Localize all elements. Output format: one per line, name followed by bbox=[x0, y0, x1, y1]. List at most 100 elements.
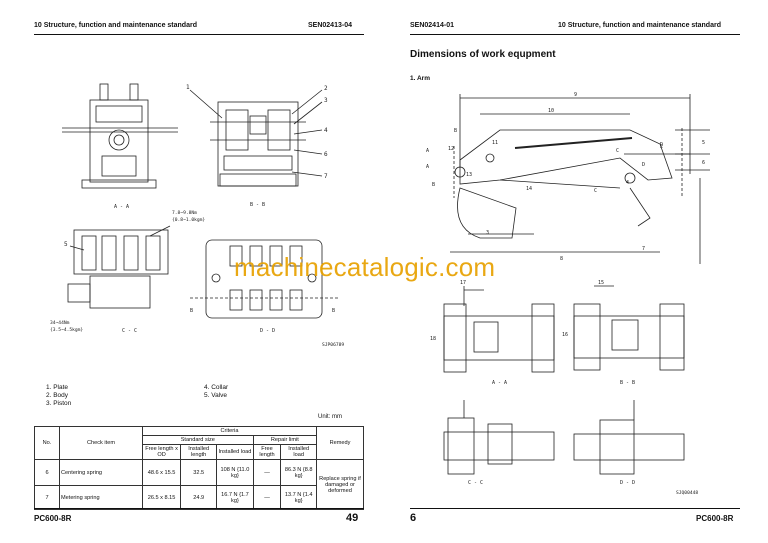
view-d-d bbox=[190, 239, 340, 319]
arm-dimension-labels: 9 10 8 7 5 6 11 12 13 14 2 3 4 A A B B C… bbox=[426, 92, 705, 262]
table-row: 6 Centering spring 48.6 x 15.5 32.5 108 … bbox=[34, 459, 364, 510]
letter-c1: C bbox=[616, 148, 619, 154]
label-c-c: C - C bbox=[122, 328, 137, 334]
cell-inst-len: 24.9 bbox=[180, 485, 218, 510]
header-installed-length: Installed length bbox=[180, 444, 218, 460]
label-arm-c-c: C - C bbox=[468, 480, 483, 486]
dim-7: 7 bbox=[642, 246, 645, 252]
header-no: No. bbox=[34, 426, 60, 460]
dim-2: 2 bbox=[660, 144, 663, 150]
letter-b2: B bbox=[432, 182, 435, 188]
letter-d1: D bbox=[660, 142, 663, 148]
cell-load: 108 N {11.0 kg} bbox=[216, 459, 254, 486]
section-letter-b2: B bbox=[332, 308, 335, 314]
cell-item: Centering spring bbox=[59, 459, 143, 486]
right-page-number: 6 bbox=[410, 512, 417, 524]
label-arm-a-a: A - A bbox=[492, 380, 507, 386]
valve-section-drawing: A - A 1 2 3 4 6 7 B - B 7.8~9.8Nm {0.8~1… bbox=[50, 83, 344, 348]
header-remedy: Remedy bbox=[316, 426, 364, 460]
header-criteria: Criteria bbox=[142, 426, 317, 436]
legend-item: 2. Body bbox=[46, 392, 69, 399]
legend-item: 5. Valve bbox=[204, 392, 228, 399]
cell-rl-free: — bbox=[252, 459, 282, 486]
dim-5: 5 bbox=[702, 140, 705, 146]
dim-15: 15 bbox=[598, 280, 604, 286]
dim-9: 9 bbox=[574, 92, 577, 98]
dim-16: 16 bbox=[562, 332, 568, 338]
cell-rl-load: 13.7 N {1.4 kg} bbox=[280, 485, 317, 510]
legend-item: 3. Piston bbox=[46, 400, 72, 407]
arm-dimension-drawing bbox=[450, 94, 710, 264]
dim-4: 4 bbox=[626, 180, 629, 186]
cell-inst-len: 32.5 bbox=[180, 459, 218, 486]
right-footer-rule bbox=[410, 508, 740, 509]
letter-c2: C bbox=[594, 188, 597, 194]
cell-rl-load: 86.3 N {8.8 kg} bbox=[280, 459, 317, 486]
table-row: 7 Metering spring 26.5 x 8.15 24.9 16.7 … bbox=[34, 485, 364, 510]
cell-item: Metering spring bbox=[59, 485, 143, 510]
section-letter-b1: B bbox=[190, 308, 193, 314]
callout-3: 3 bbox=[324, 97, 328, 104]
left-figure-id: SJP06789 bbox=[322, 342, 344, 348]
cell-free: 48.6 x 15.5 bbox=[141, 459, 182, 486]
letter-b1: B bbox=[454, 128, 457, 134]
left-header-rule bbox=[34, 34, 364, 35]
torque-2b: {3.5~4.5kgm} bbox=[50, 327, 83, 333]
dim-18: 18 bbox=[430, 336, 436, 342]
header-installed-load-2: Installed load bbox=[280, 444, 317, 460]
table-colheader-row: Free length x OD Installed length Instal… bbox=[35, 444, 364, 460]
label-b-b: B - B bbox=[250, 202, 265, 208]
right-header-rule bbox=[410, 34, 740, 35]
letter-a2: A bbox=[426, 164, 429, 170]
right-figure-id: SJQ00448 bbox=[676, 490, 698, 496]
dim-3: 3 bbox=[486, 230, 489, 236]
callout-5: 5 bbox=[64, 241, 68, 248]
label-d-d: D - D bbox=[260, 328, 275, 334]
dim-13: 13 bbox=[466, 172, 472, 178]
cell-free: 26.5 x 8.15 bbox=[141, 485, 182, 510]
callout-4: 4 bbox=[324, 127, 328, 134]
table-header-row: No. Check item Criteria Remedy bbox=[34, 426, 364, 460]
callout-2: 2 bbox=[324, 85, 328, 92]
label-a-a: A - A bbox=[114, 204, 129, 210]
watermark-text: machinecatalogic.com bbox=[234, 252, 496, 282]
legend-col-1: 1. Plate 2. Body 3. Piston bbox=[46, 384, 71, 408]
arm-section-views bbox=[443, 285, 685, 475]
torque-2: 34~44Nm bbox=[50, 320, 70, 326]
header-free-length: Free length bbox=[252, 444, 282, 460]
header-standard-size: Standard size bbox=[142, 435, 254, 445]
section-title: Dimensions of work equpment bbox=[410, 49, 556, 60]
right-footer-model: PC600-8R bbox=[696, 514, 734, 523]
letter-a1: A bbox=[426, 148, 429, 154]
callout-1: 1 bbox=[186, 84, 190, 91]
label-arm-d-d: D - D bbox=[620, 480, 635, 486]
header-repair-limit: Repair limit bbox=[252, 435, 318, 445]
callout-7: 7 bbox=[324, 173, 328, 180]
dim-17: 17 bbox=[460, 280, 466, 286]
cell-load: 16.7 N {1.7 kg} bbox=[216, 485, 254, 510]
right-header-title: 10 Structure, function and maintenance s… bbox=[558, 22, 721, 29]
left-footer-rule bbox=[34, 508, 364, 509]
header-check-item: Check item bbox=[59, 426, 143, 460]
arm-section-labels: 17 18 15 16 A - A B - B C - C D - D SJQ0… bbox=[430, 280, 698, 496]
dim-11: 11 bbox=[492, 140, 498, 146]
left-header-title: 10 Structure, function and maintenance s… bbox=[34, 22, 197, 29]
subsection-title: 1. Arm bbox=[410, 75, 430, 82]
cell-rl-free: — bbox=[252, 485, 282, 510]
cell-no: 6 bbox=[34, 459, 60, 486]
dim-8: 8 bbox=[560, 256, 563, 262]
unit-label: Unit: mm bbox=[318, 414, 342, 420]
view-b-b bbox=[189, 89, 323, 187]
dim-6: 6 bbox=[702, 160, 705, 166]
left-footer-model: PC600-8R bbox=[34, 514, 72, 523]
callout-6: 6 bbox=[324, 151, 328, 158]
cell-remedy: Replace spring if damaged or deformed bbox=[316, 459, 364, 510]
left-doc-code: SEN02413-04 bbox=[308, 22, 352, 29]
label-arm-b-b: B - B bbox=[620, 380, 635, 386]
right-doc-code: SEN02414-01 bbox=[410, 22, 454, 29]
dim-14: 14 bbox=[526, 186, 532, 192]
dim-10: 10 bbox=[548, 108, 554, 114]
legend-item: 1. Plate bbox=[46, 384, 69, 391]
criteria-table: No. Check item Criteria Remedy Standard … bbox=[34, 426, 364, 510]
torque-1b: {0.8~1.0kgm} bbox=[172, 217, 205, 223]
